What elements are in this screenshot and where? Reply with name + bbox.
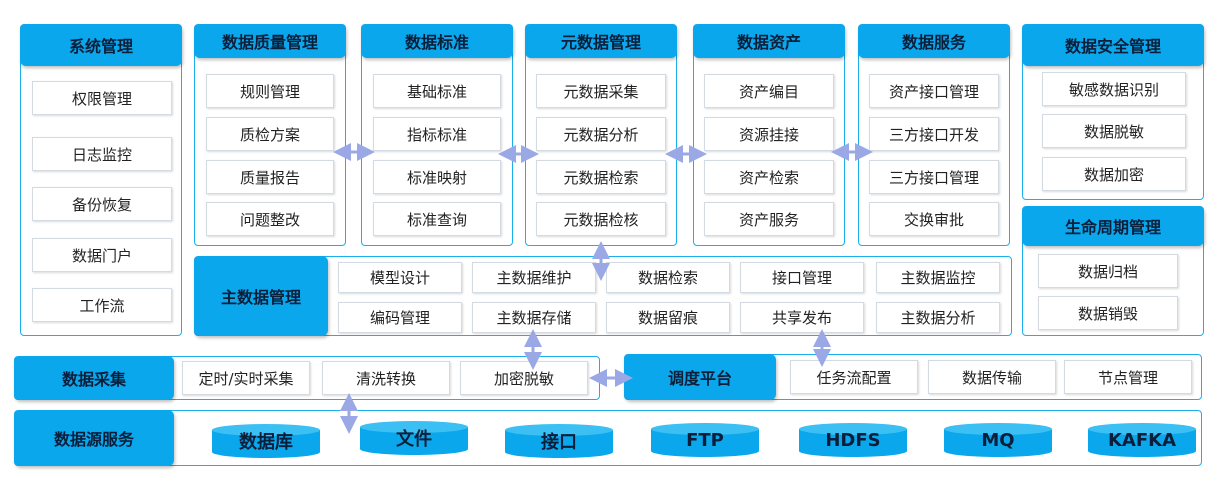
schedule-item: 节点管理 — [1064, 360, 1192, 394]
lifecycle-title: 生命周期管理 — [1022, 206, 1204, 246]
collect-item: 清洗转换 — [322, 361, 450, 395]
assets-item: 资产检索 — [704, 160, 834, 194]
master-title: 主数据管理 — [194, 256, 328, 336]
lifecycle-item: 数据销毁 — [1038, 296, 1178, 330]
standard-item: 标准映射 — [373, 160, 501, 194]
master-item: 主数据监控 — [876, 262, 1000, 293]
security-item: 数据加密 — [1042, 157, 1186, 191]
services-title: 数据服务 — [858, 24, 1010, 58]
lifecycle-item: 数据归档 — [1038, 254, 1178, 288]
services-item: 三方接口开发 — [869, 117, 999, 151]
source-label: KAFKA — [1107, 429, 1177, 451]
ftp-cylinder: FTP — [651, 423, 759, 457]
quality-item: 规则管理 — [206, 74, 334, 108]
master-item: 接口管理 — [740, 262, 864, 293]
master-item: 数据留痕 — [606, 302, 730, 333]
source-label: 文件 — [396, 429, 432, 450]
file-cylinder: 文件 — [360, 421, 468, 455]
system-mgmt-panel — [20, 24, 182, 336]
system-mgmt-item: 日志监控 — [32, 137, 172, 171]
system-mgmt-item: 工作流 — [32, 288, 172, 322]
source-label: 数据库 — [239, 432, 293, 453]
mq-cylinder: MQ — [944, 423, 1052, 457]
metadata-title: 元数据管理 — [525, 24, 677, 58]
source-label: FTP — [686, 429, 724, 451]
standard-item: 指标标准 — [373, 117, 501, 151]
schedule-item: 数据传输 — [928, 360, 1056, 394]
quality-title: 数据质量管理 — [194, 24, 346, 58]
collect-item: 定时/实时采集 — [182, 361, 310, 395]
source-label: MQ — [981, 429, 1015, 451]
security-title: 数据安全管理 — [1022, 24, 1204, 66]
master-item: 共享发布 — [740, 302, 864, 333]
metadata-item: 元数据分析 — [536, 117, 666, 151]
quality-item: 质量报告 — [206, 160, 334, 194]
system-mgmt-title: 系统管理 — [20, 24, 182, 66]
source-label: HDFS — [825, 429, 881, 451]
source-label: 接口 — [541, 432, 577, 453]
system-mgmt-item: 备份恢复 — [32, 187, 172, 221]
assets-title: 数据资产 — [693, 24, 845, 58]
interface-cylinder: 接口 — [505, 424, 613, 458]
master-item: 主数据存储 — [472, 302, 596, 333]
schedule-item: 任务流配置 — [790, 360, 918, 394]
standard-item: 基础标准 — [373, 74, 501, 108]
collect-title: 数据采集 — [14, 356, 174, 400]
metadata-item: 元数据检索 — [536, 160, 666, 194]
standard-title: 数据标准 — [361, 24, 513, 58]
security-item: 敏感数据识别 — [1042, 72, 1186, 106]
standard-item: 标准查询 — [373, 202, 501, 236]
quality-item: 质检方案 — [206, 117, 334, 151]
services-item: 三方接口管理 — [869, 160, 999, 194]
source-title: 数据源服务 — [14, 410, 174, 466]
assets-item: 资产编目 — [704, 74, 834, 108]
master-item: 主数据分析 — [876, 302, 1000, 333]
services-item: 资产接口管理 — [869, 74, 999, 108]
metadata-item: 元数据采集 — [536, 74, 666, 108]
master-item: 模型设计 — [338, 262, 462, 293]
assets-item: 资源挂接 — [704, 117, 834, 151]
schedule-title: 调度平台 — [624, 354, 776, 400]
quality-item: 问题整改 — [206, 202, 334, 236]
system-mgmt-item: 数据门户 — [32, 238, 172, 272]
master-item: 主数据维护 — [472, 262, 596, 293]
master-item: 编码管理 — [338, 302, 462, 333]
kafka-cylinder: KAFKA — [1088, 423, 1196, 457]
hdfs-cylinder: HDFS — [799, 423, 907, 457]
assets-item: 资产服务 — [704, 202, 834, 236]
database-cylinder: 数据库 — [212, 424, 320, 458]
services-item: 交换审批 — [869, 202, 999, 236]
security-item: 数据脱敏 — [1042, 114, 1186, 148]
system-mgmt-item: 权限管理 — [32, 81, 172, 115]
metadata-item: 元数据检核 — [536, 202, 666, 236]
master-item: 数据检索 — [606, 262, 730, 293]
